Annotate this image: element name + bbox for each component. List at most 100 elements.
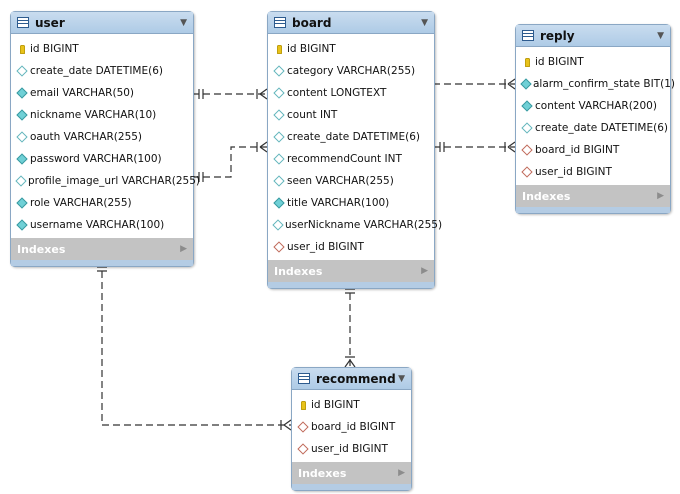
column-row[interactable]: user_id BIGINT [268, 236, 434, 258]
not-null-column-icon [17, 198, 27, 208]
nullable-column-icon [274, 88, 284, 98]
column-text: create_date DATETIME(6) [287, 131, 420, 143]
column-text: category VARCHAR(255) [287, 65, 416, 77]
foreign-key-icon [522, 145, 532, 155]
column-text: seen VARCHAR(255) [287, 175, 394, 187]
nullable-column-icon [274, 66, 284, 76]
column-row[interactable]: username VARCHAR(100) [11, 214, 193, 236]
indexes-section[interactable]: Indexes ▶ [516, 185, 670, 207]
column-text: title VARCHAR(100) [287, 197, 390, 209]
column-row[interactable]: category VARCHAR(255) [268, 60, 434, 82]
table-user[interactable]: user ▼ id BIGINT create_date DATETIME(6) e… [10, 11, 200, 267]
column-row[interactable]: id BIGINT [268, 38, 434, 60]
relationship-user-recommend [97, 260, 292, 431]
expand-arrow-icon[interactable]: ▶ [421, 266, 428, 276]
column-text: create_date DATETIME(6) [535, 122, 668, 134]
nullable-column-icon [17, 132, 27, 142]
column-text: oauth VARCHAR(255) [30, 131, 143, 143]
nullable-column-icon [274, 176, 284, 186]
not-null-column-icon [17, 110, 27, 120]
column-row[interactable]: role VARCHAR(255) [11, 192, 193, 214]
column-row[interactable]: create_date DATETIME(6) [268, 126, 434, 148]
collapse-arrow-icon[interactable]: ▼ [421, 17, 428, 28]
column-row[interactable]: alarm_confirm_state BIT(1) [516, 73, 675, 95]
column-text: user_id BIGINT [311, 443, 388, 455]
indexes-section[interactable]: Indexes ▶ [292, 462, 411, 484]
column-row[interactable]: board_id BIGINT [292, 416, 411, 438]
nullable-column-icon [274, 132, 284, 142]
column-row[interactable]: board_id BIGINT [516, 139, 670, 161]
column-text: create_date DATETIME(6) [30, 65, 163, 77]
relationship-user-board [192, 88, 268, 100]
table-icon [522, 30, 534, 41]
table-header[interactable]: reply ▼ [516, 25, 670, 47]
table-board[interactable]: board ▼ id BIGINT category VARCHAR(255) co… [267, 11, 442, 289]
column-row[interactable]: user_id BIGINT [292, 438, 411, 460]
table-icon [17, 17, 29, 28]
foreign-key-icon [298, 422, 308, 432]
not-null-column-icon [17, 220, 27, 230]
not-null-column-icon [17, 88, 27, 98]
table-footer [268, 282, 434, 288]
column-text: id BIGINT [535, 56, 584, 68]
column-text: role VARCHAR(255) [30, 197, 132, 209]
column-row[interactable]: email VARCHAR(50) [11, 82, 193, 104]
column-text: recommendCount INT [287, 153, 402, 165]
column-row[interactable]: id BIGINT [11, 38, 193, 60]
expand-arrow-icon[interactable]: ▶ [180, 244, 187, 254]
table-header[interactable]: recommend ▼ [292, 368, 411, 390]
table-reply[interactable]: reply ▼ id BIGINT alarm_confirm_state BIT… [515, 24, 675, 214]
column-row[interactable]: create_date DATETIME(6) [11, 60, 193, 82]
column-list: id BIGINT alarm_confirm_state BIT(1) conte… [516, 47, 675, 185]
table-header[interactable]: user ▼ [11, 12, 193, 34]
column-list: id BIGINT category VARCHAR(255) content LO… [268, 34, 442, 260]
column-text: id BIGINT [287, 43, 336, 55]
column-row[interactable]: recommendCount INT [268, 148, 434, 170]
table-footer [516, 207, 670, 213]
indexes-label: Indexes [17, 242, 66, 256]
nullable-column-icon [17, 176, 25, 186]
column-row[interactable]: count INT [268, 104, 434, 126]
column-row[interactable]: seen VARCHAR(255) [268, 170, 434, 192]
not-null-column-icon [17, 154, 27, 164]
not-null-column-icon [522, 79, 530, 89]
column-text: alarm_confirm_state BIT(1) [533, 78, 675, 90]
column-row[interactable]: password VARCHAR(100) [11, 148, 193, 170]
not-null-column-icon [274, 198, 284, 208]
table-footer [292, 484, 411, 490]
indexes-label: Indexes [298, 466, 347, 480]
relationship-board-reply-2 [433, 141, 516, 153]
table-name: board [292, 15, 332, 30]
column-row[interactable]: oauth VARCHAR(255) [11, 126, 193, 148]
column-text: id BIGINT [30, 43, 79, 55]
expand-arrow-icon[interactable]: ▶ [657, 191, 664, 201]
indexes-section[interactable]: Indexes ▶ [268, 260, 434, 282]
not-null-column-icon [522, 101, 532, 111]
column-text: content LONGTEXT [287, 87, 387, 99]
column-text: email VARCHAR(50) [30, 87, 135, 99]
table-icon [274, 17, 286, 28]
column-row[interactable]: user_id BIGINT [516, 161, 670, 183]
indexes-section[interactable]: Indexes ▶ [11, 238, 193, 260]
collapse-arrow-icon[interactable]: ▼ [180, 17, 187, 28]
column-text: user_id BIGINT [287, 241, 364, 253]
table-name: recommend [316, 371, 396, 386]
collapse-arrow-icon[interactable]: ▼ [398, 373, 405, 384]
column-row[interactable]: create_date DATETIME(6) [516, 117, 670, 139]
expand-arrow-icon[interactable]: ▶ [398, 468, 405, 478]
column-row[interactable]: profile_image_url VARCHAR(255) [11, 170, 200, 192]
collapse-arrow-icon[interactable]: ▼ [657, 30, 664, 41]
column-text: board_id BIGINT [535, 144, 620, 156]
nullable-column-icon [17, 66, 27, 76]
column-row[interactable]: content VARCHAR(200) [516, 95, 670, 117]
column-row[interactable]: id BIGINT [516, 51, 670, 73]
column-row[interactable]: userNickname VARCHAR(255) [268, 214, 442, 236]
column-row[interactable]: content LONGTEXT [268, 82, 434, 104]
column-text: content VARCHAR(200) [535, 100, 657, 112]
column-row[interactable]: id BIGINT [292, 394, 411, 416]
table-header[interactable]: board ▼ [268, 12, 434, 34]
column-row[interactable]: title VARCHAR(100) [268, 192, 434, 214]
column-row[interactable]: nickname VARCHAR(10) [11, 104, 193, 126]
